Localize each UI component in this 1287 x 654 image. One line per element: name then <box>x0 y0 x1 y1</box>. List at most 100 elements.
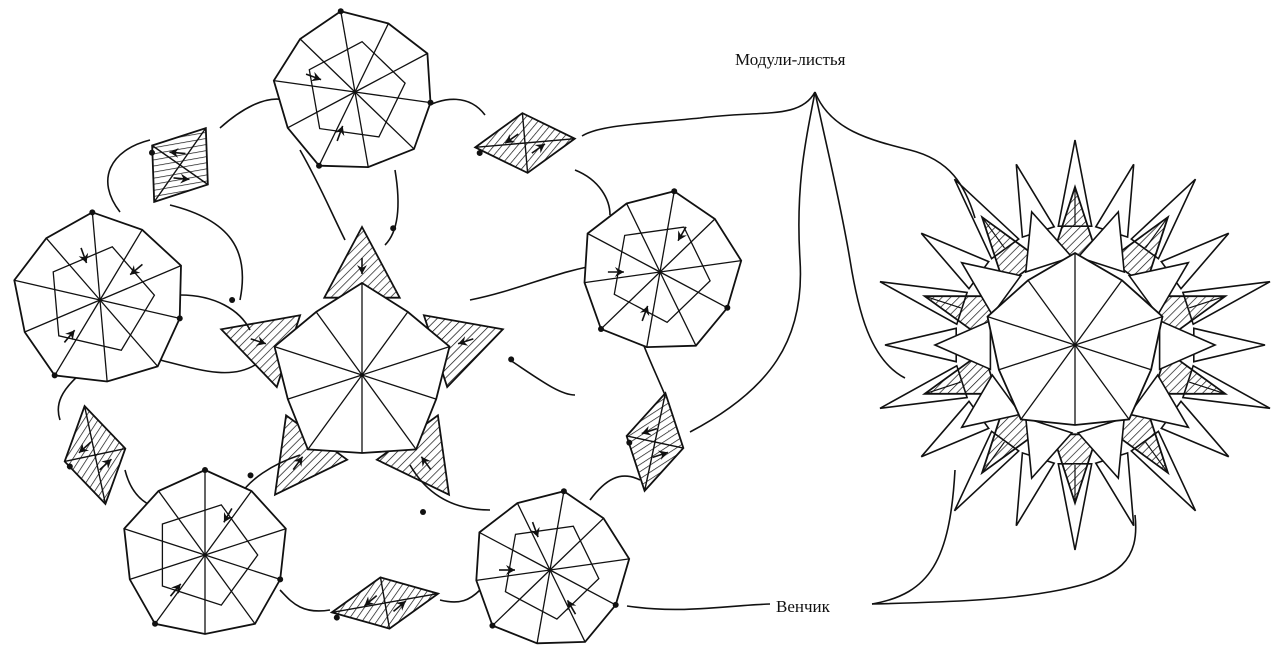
direction-arrow-icon <box>639 305 650 317</box>
leader-line-corolla-right2 <box>871 514 1137 605</box>
direction-arrow-icon <box>78 443 90 453</box>
connector-loop <box>107 139 151 213</box>
hatched-diamond-module <box>329 576 441 630</box>
label-leader-lines <box>581 91 1137 611</box>
direction-arrow-icon <box>614 267 624 277</box>
joint-dot <box>420 509 427 516</box>
connector-loop <box>299 149 346 241</box>
direction-arrow-icon <box>171 583 181 594</box>
assembly-scheme <box>13 8 743 645</box>
assembled-kusudama <box>879 139 1271 551</box>
joint-dot <box>229 297 236 303</box>
leader-line-corolla-right <box>871 469 956 605</box>
octagon-module-bottom-right <box>475 488 631 645</box>
direction-arrow-icon <box>130 265 141 275</box>
joint-dot <box>626 439 633 446</box>
inner-white-spike <box>1024 416 1074 480</box>
joint-dot <box>337 8 344 15</box>
octagon-module-right <box>583 188 743 349</box>
direction-arrow-icon <box>534 143 545 154</box>
connector-loop <box>159 359 256 374</box>
connector-loop <box>439 589 481 603</box>
joint-dot <box>277 576 284 583</box>
connector-loop <box>574 169 611 216</box>
connector-loop <box>509 359 576 396</box>
inner-white-spike <box>1127 373 1190 429</box>
joint-dot <box>176 315 183 322</box>
leader-line-corolla-left <box>626 603 771 611</box>
direction-arrow-icon <box>180 173 190 184</box>
joint-dot <box>560 488 567 495</box>
connector-loop <box>469 264 601 301</box>
joint-dot <box>152 620 159 627</box>
octagon-module-top <box>272 8 434 169</box>
direction-arrow-icon <box>78 252 89 263</box>
direction-arrow-icon <box>506 565 515 575</box>
direction-arrow-icon <box>641 426 652 436</box>
connector-loop <box>279 589 331 612</box>
direction-arrow-icon <box>334 125 345 137</box>
joint-dot <box>598 325 605 332</box>
joint-dot <box>508 356 515 363</box>
inner-white-spike <box>1076 210 1126 274</box>
joint-dot <box>427 99 434 106</box>
label-leaf-modules: Модули-листья <box>735 50 846 69</box>
connector-loop <box>124 469 151 506</box>
direction-arrow-icon <box>505 134 516 144</box>
direction-arrow-icon <box>101 459 112 469</box>
connector-loop <box>589 475 641 501</box>
connector-loop <box>384 169 399 246</box>
direction-arrow-icon <box>310 71 322 82</box>
direction-arrow-icon <box>421 456 431 467</box>
inner-white-spike <box>960 373 1023 429</box>
direction-arrow-icon <box>458 336 469 346</box>
hatched-diamond-module <box>473 112 577 174</box>
direction-arrow-icon <box>223 512 233 523</box>
direction-arrow-icon <box>364 596 375 606</box>
direction-arrow-icon <box>293 456 303 467</box>
joint-dot <box>66 463 73 470</box>
direction-arrow-icon <box>530 526 540 538</box>
direction-arrow-icon <box>657 450 668 460</box>
leader-line-leaf-modules-left <box>581 91 816 137</box>
joint-dot <box>671 188 678 195</box>
joint-dot <box>390 225 397 232</box>
leader-line-leaf-modules-lower <box>814 91 906 379</box>
hatched-diamond-module <box>625 391 685 493</box>
inner-white-spike <box>1076 416 1126 480</box>
leader-line-leaf-modules-mid <box>689 91 816 433</box>
direction-arrow-icon <box>169 147 179 158</box>
connector-loop <box>179 294 251 331</box>
octagon-module-bottom-left <box>123 467 287 635</box>
joint-dot <box>724 304 731 311</box>
direction-arrow-icon <box>678 230 687 241</box>
direction-arrow-icon <box>357 265 367 274</box>
joint-dot <box>247 472 254 479</box>
joint-dot <box>612 601 619 608</box>
leader-line-leaf-modules-right <box>814 91 976 219</box>
joint-dot <box>51 372 58 379</box>
central-star-module <box>219 225 515 516</box>
label-corolla: Венчик <box>776 597 830 616</box>
connector-loop <box>219 98 286 129</box>
joint-dot <box>148 149 155 156</box>
inner-white-spike <box>933 319 992 371</box>
connector-loop <box>169 204 244 301</box>
inner-white-spike <box>1158 319 1217 371</box>
inner-white-spike <box>1127 261 1190 317</box>
joint-dot <box>202 467 208 473</box>
direction-arrow-icon <box>65 330 75 341</box>
joint-dot <box>89 209 96 216</box>
joint-dot <box>316 162 323 169</box>
inner-white-spike <box>1024 210 1074 274</box>
inner-white-spike <box>960 261 1023 317</box>
direction-arrow-icon <box>395 601 406 611</box>
direction-arrow-icon <box>255 336 266 346</box>
octagon-module-left <box>13 209 183 383</box>
joint-dot <box>476 149 483 156</box>
direction-arrow-icon <box>567 600 577 611</box>
hatched-diamond-module <box>148 126 209 204</box>
joint-dot <box>333 614 340 621</box>
hatched-diamond-module <box>63 404 127 506</box>
